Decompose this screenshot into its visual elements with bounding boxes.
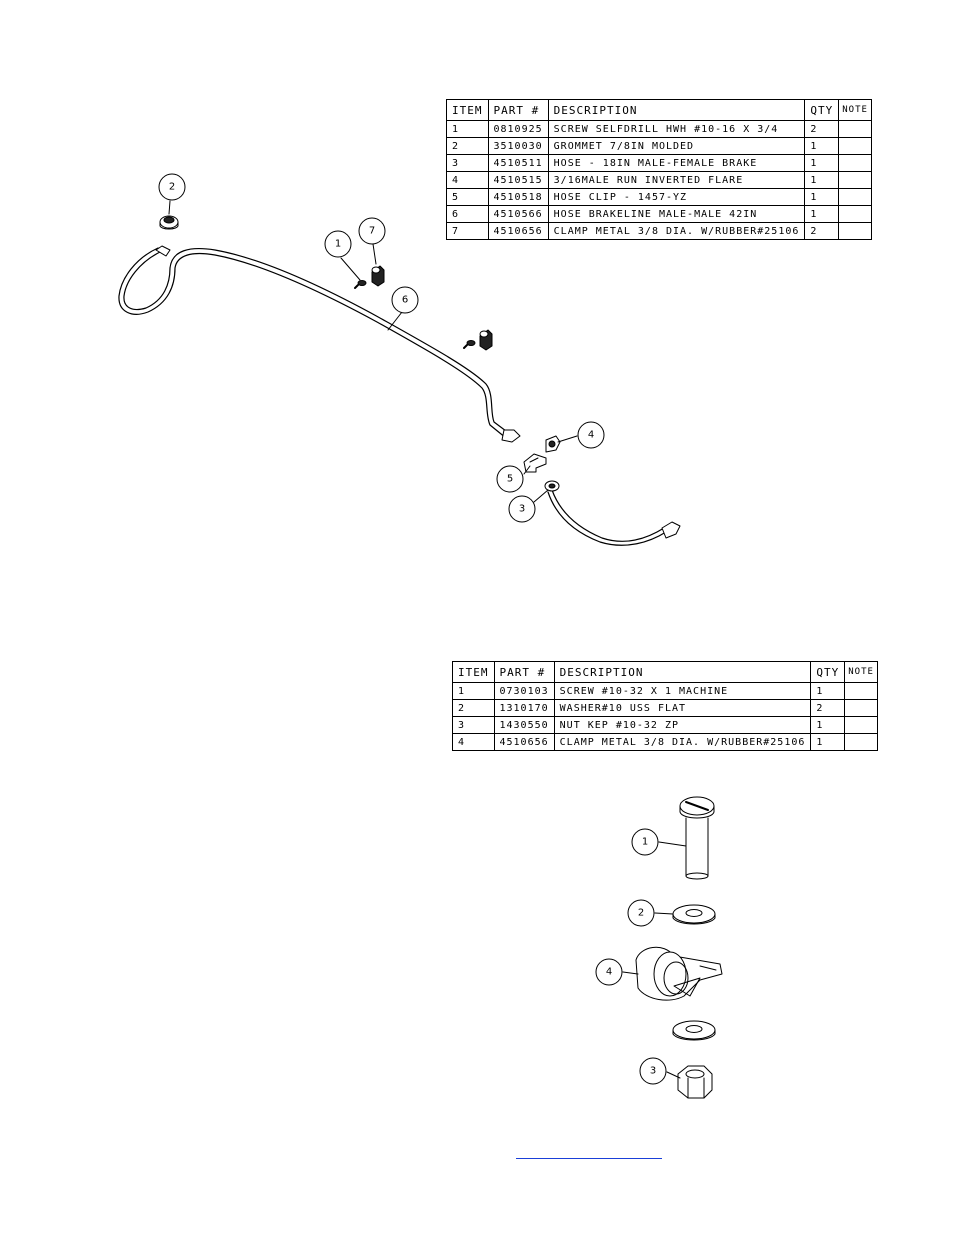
svg-text:7: 7: [369, 226, 375, 237]
clamp-upper-1: [371, 265, 385, 287]
callout-clamp-upper: 7: [358, 217, 386, 245]
callout-flare-fitting: 4: [577, 421, 605, 449]
cell-qty: 2: [804, 222, 840, 240]
callout-nut: 3: [639, 1057, 667, 1085]
svg-text:2: 2: [638, 908, 644, 919]
grommet: [159, 215, 179, 230]
screw-upper-2: [463, 340, 476, 349]
svg-text:1: 1: [335, 239, 341, 250]
footer-link-underline[interactable]: [516, 1158, 662, 1159]
leader-lines: [168, 200, 687, 1079]
clamp-upper-2: [479, 329, 493, 351]
cell-part: 3510030: [487, 137, 549, 155]
brake-hose-18in: [544, 480, 681, 546]
callout-hose: 3: [508, 495, 536, 523]
screw-upper-1: [354, 280, 367, 289]
svg-text:1: 1: [642, 837, 648, 848]
cell-item: 7: [446, 222, 489, 240]
cell-note: [844, 733, 878, 751]
svg-text:3: 3: [519, 504, 525, 515]
machine-screw: [679, 796, 715, 880]
svg-text:6: 6: [402, 295, 408, 306]
callout-washer: 2: [627, 899, 655, 927]
cell-description: CLAMP METAL 3/8 DIA. W/RUBBER#25106: [547, 222, 806, 240]
cell-part: 4510566: [487, 205, 549, 223]
inverted-flare-fitting: [545, 435, 561, 453]
brakeline-hose: [118, 245, 521, 443]
header-qty: QTY: [810, 661, 846, 683]
callout-brakeline: 6: [391, 286, 419, 314]
flat-washer-upper: [672, 904, 716, 925]
cell-part: 4510656: [487, 222, 549, 240]
rubber-clamp: [635, 946, 723, 1001]
callout-hose-clip: 5: [496, 465, 524, 493]
header-description: DESCRIPTION: [553, 661, 812, 683]
cell-qty: 1: [810, 733, 846, 751]
cell-description: CLAMP METAL 3/8 DIA. W/RUBBER#25106: [553, 733, 812, 751]
callout-machine-screw: 1: [631, 828, 659, 856]
cell-part: 4510656: [493, 733, 555, 751]
svg-text:4: 4: [606, 967, 612, 978]
cell-note: [838, 222, 872, 240]
svg-text:5: 5: [507, 474, 513, 485]
flat-washer-lower: [672, 1020, 716, 1041]
callout-screw-upper: 1: [324, 230, 352, 258]
kep-nut: [677, 1065, 713, 1099]
table-header-row: ITEM PART # DESCRIPTION QTY NOTE: [452, 661, 878, 683]
svg-text:3: 3: [650, 1066, 656, 1077]
callout-clamp-lower: 4: [595, 958, 623, 986]
callout-grommet: 2: [158, 173, 186, 201]
svg-text:4: 4: [588, 430, 594, 441]
svg-text:2: 2: [169, 182, 175, 193]
